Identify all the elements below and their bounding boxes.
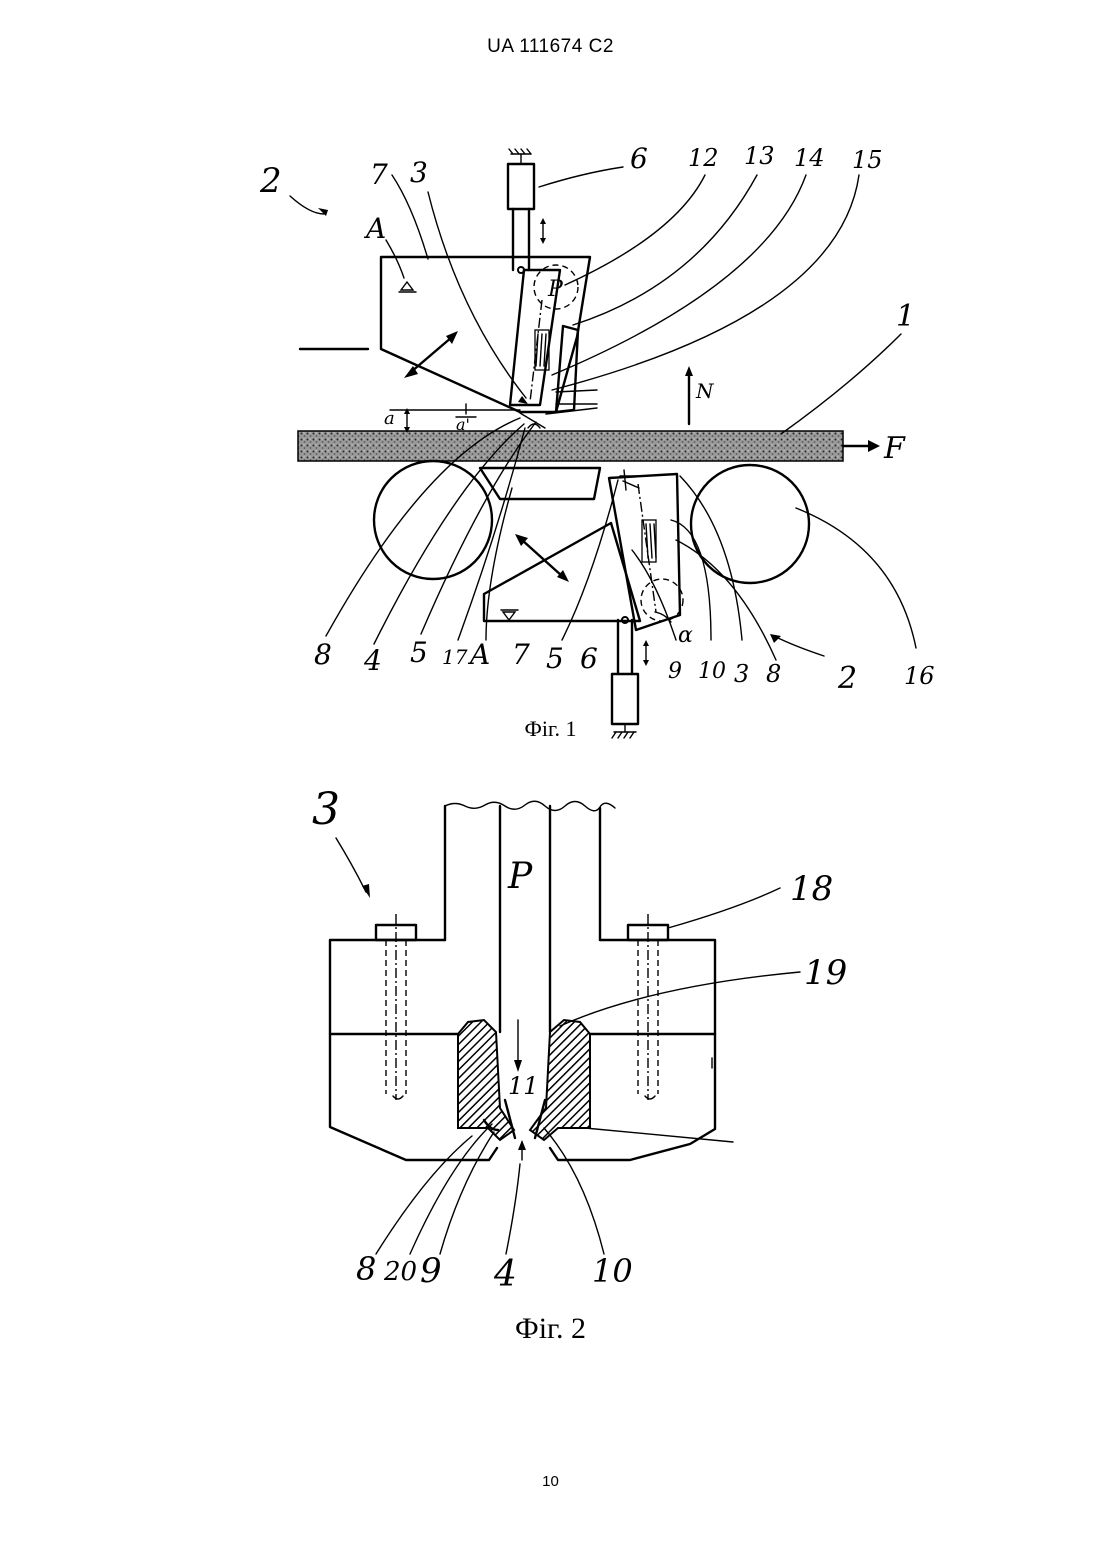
label-19: 19: [804, 953, 847, 993]
page-number: 10: [0, 1473, 1101, 1490]
label-3: 3: [312, 784, 340, 835]
label-18: 18: [790, 869, 833, 909]
label-10: 10: [592, 1252, 633, 1290]
label-4: 4: [493, 1254, 517, 1295]
label-11: 11: [508, 1072, 539, 1100]
label-20: 20: [383, 1257, 417, 1287]
label-P: P: [507, 856, 533, 897]
label-9: 9: [420, 1251, 442, 1291]
figure-2-caption: Фіг. 2: [0, 1312, 1101, 1346]
label-8: 8: [356, 1250, 376, 1288]
figure-2-drawing: 3 P 18 19 11 8 20 9 4 10: [0, 0, 1101, 1320]
